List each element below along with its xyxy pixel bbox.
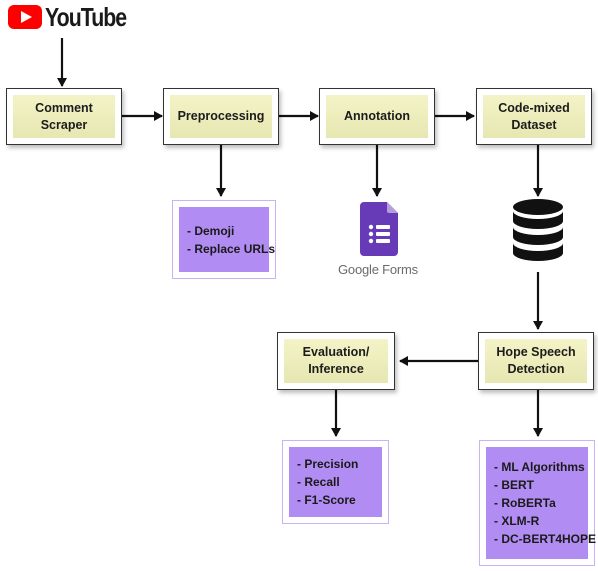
preprocessing-label: Preprocessing (170, 95, 272, 138)
evaluation-inference-label: Evaluation/ Inference (284, 339, 388, 383)
list-item: - Recall (297, 475, 340, 489)
annotation-node: Annotation (319, 88, 435, 145)
list-item: - BERT (494, 478, 534, 492)
list-item: - F1-Score (297, 493, 356, 507)
code-mixed-dataset-label: Code-mixed Dataset (483, 95, 585, 138)
list-item: - Demoji (187, 223, 235, 238)
list-item: - XLM-R (494, 514, 540, 528)
database-icon (513, 199, 563, 261)
youtube-play-icon (8, 5, 42, 29)
list-item: - RoBERTa (494, 496, 556, 510)
youtube-logo: YouTube (8, 1, 144, 32)
google-forms-icon (360, 202, 398, 256)
list-item: - Replace URLs (187, 241, 276, 256)
preprocessing-node: Preprocessing (163, 88, 279, 145)
list-item: - ML Algorithms (494, 460, 585, 474)
comment-scraper-label: Comment Scraper (13, 95, 115, 138)
list-item: - Precision (297, 457, 359, 471)
youtube-wordmark: YouTube (45, 1, 127, 32)
google-forms-logo: Google Forms (338, 202, 420, 277)
evaluation-metrics-list: - Precision - Recall - F1-Score (282, 440, 389, 524)
detection-models-list: - ML Algorithms - BERT - RoBERTa - XLM-R… (479, 440, 597, 566)
hope-speech-detection-label: Hope Speech Detection (485, 339, 587, 383)
comment-scraper-node: Comment Scraper (6, 88, 122, 145)
code-mixed-dataset-node: Code-mixed Dataset (476, 88, 592, 145)
evaluation-inference-node: Evaluation/ Inference (277, 332, 395, 390)
google-forms-label: Google Forms (338, 262, 418, 277)
annotation-label: Annotation (326, 95, 428, 138)
hope-speech-detection-node: Hope Speech Detection (478, 332, 594, 390)
list-item: - DC-BERT4HOPE (494, 532, 597, 546)
preprocessing-steps-list: - Demoji - Replace URLs (172, 200, 276, 279)
